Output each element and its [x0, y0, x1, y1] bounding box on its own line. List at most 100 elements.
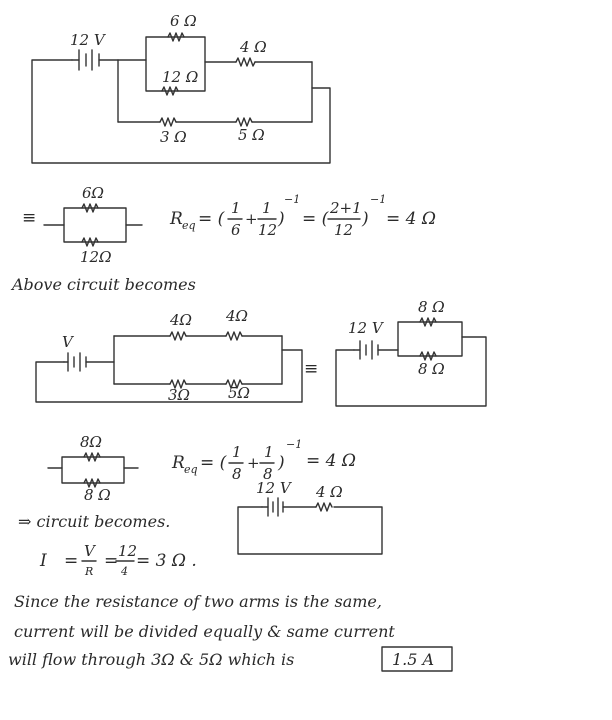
resistor-5-label: 5 Ω: [238, 126, 265, 144]
current-v: V: [84, 542, 97, 560]
step-1-result: = 4 Ω: [386, 209, 436, 229]
step-1-req-sub: eq: [182, 219, 196, 232]
circuit-2-r3-label: 3Ω: [168, 386, 190, 404]
resistor-5-zigzag: [235, 117, 253, 127]
step-2-r-bottom-label: 8 Ω: [84, 486, 111, 504]
step-1-r-top-label: 6Ω: [82, 184, 104, 202]
circuit-2-r4a-zigzag: [169, 331, 187, 341]
resistor-3-zigzag: [159, 117, 177, 127]
step-1-req: R: [169, 209, 183, 229]
step-1-resistor-top: [81, 203, 99, 213]
step-2-result: = 4 Ω: [306, 451, 356, 471]
text-above-circuit-becomes: Above circuit becomes: [10, 275, 196, 294]
answer-value: 1.5 A: [392, 650, 434, 669]
circuit-3-wire-outer: [335, 336, 487, 407]
text-circuit-becomes: ⇒ circuit becomes.: [18, 512, 170, 531]
step-2-req-sub: eq: [184, 463, 198, 476]
circuit-4-r4-zigzag: [315, 502, 333, 512]
step-2-parallel-block: [61, 456, 125, 484]
resistor-3-label: 3 Ω: [160, 128, 187, 146]
equiv-symbol-1: ≡: [22, 208, 36, 228]
step-1-frac1-den: 6: [231, 221, 241, 239]
step-2-frac2-den: 8: [263, 465, 273, 483]
circuit-1-battery: [71, 49, 100, 71]
step-2-eq-open: = (: [200, 453, 227, 473]
circuit-2-r5-zigzag: [225, 379, 243, 389]
circuit-2-r3-zigzag: [169, 379, 187, 389]
step-1-exp-1: −1: [284, 193, 300, 206]
step-1-plus: +: [245, 210, 258, 228]
step-1-parallel-block: [63, 207, 127, 243]
conclusion-line-1: Since the resistance of two arms is the …: [14, 592, 382, 611]
circuit-4-battery-label: 12 V: [256, 479, 293, 497]
circuit-3-battery: [353, 340, 379, 360]
circuit-2-battery-label: V: [62, 333, 75, 351]
resistor-4-label: 4 Ω: [239, 38, 267, 56]
step-2-exp: −1: [286, 438, 302, 451]
step-2-resistor-bottom: [83, 478, 101, 488]
step-2-paren-close: ): [277, 453, 285, 473]
circuit-2-r4b-label: 4Ω: [225, 307, 248, 325]
step-1-frac2-den: 12: [258, 221, 277, 239]
resistor-6-label: 6 Ω: [170, 12, 197, 30]
conclusion: Since the resistance of two arms is the …: [8, 592, 453, 672]
circuit-3-r8a-zigzag: [419, 317, 437, 327]
resistor-6-zigzag: [167, 32, 185, 42]
step-1: ≡ 6Ω 12Ω R eq = ( 1 6 + 1 12 ) −1 = ( 2+…: [22, 184, 436, 266]
circuit-1-parallel-block: [145, 36, 206, 92]
step-1-eq-open: = (: [198, 209, 225, 229]
step-1-frac3-num: 2+1: [329, 199, 362, 217]
step-1-paren-close-1: ): [277, 209, 285, 229]
step-1-paren-close-2: ): [361, 209, 369, 229]
step-2-req: R: [171, 453, 185, 473]
step-1-exp-2: −1: [370, 193, 386, 206]
resistor-4-zigzag: [235, 57, 256, 67]
circuit-3-r8a-label: 8 Ω: [418, 298, 445, 316]
step-1-resistor-bottom: [81, 237, 99, 247]
current-result: = 3 Ω .: [136, 551, 197, 571]
circuit-4-battery: [261, 497, 284, 517]
circuit-4: 12 V 4 Ω: [237, 479, 383, 555]
circuit-3: 12 V 8 Ω 8 Ω: [335, 298, 487, 407]
circuit-3-r8b-zigzag: [419, 351, 437, 361]
current-r: R: [84, 565, 93, 578]
step-1-frac2-num: 1: [262, 199, 272, 217]
step-1-eq-open-2: = (: [302, 209, 329, 229]
current-4: 4: [120, 565, 128, 578]
circuit-2-wire-outer: [35, 349, 303, 403]
step-2-frac1-den: 8: [232, 465, 242, 483]
circuit-3-parallel-block: [397, 321, 463, 357]
answer-box: [381, 646, 453, 672]
circuit-4-wire-outer: [237, 506, 383, 555]
step-2-r-top-label: 8Ω: [80, 433, 102, 451]
conclusion-line-2: current will be divided equally & same c…: [14, 622, 395, 641]
resistor-12-zigzag: [161, 86, 179, 96]
circuit-1-wire-outer: [31, 59, 331, 164]
current-calculation: I = V R = 12 4 = 3 Ω .: [39, 542, 197, 578]
current-eq-1: =: [64, 551, 78, 571]
step-2-frac1-num: 1: [232, 443, 242, 461]
circuit-1: 12 V 6 Ω 12 Ω 4 Ω 3 Ω 5 Ω: [31, 12, 331, 164]
circuit-2-battery: [63, 352, 87, 372]
circuit-4-r4-label: 4 Ω: [315, 483, 343, 501]
circuit-2-r4b-zigzag: [225, 331, 243, 341]
step-2-plus: +: [247, 454, 260, 472]
conclusion-line-3: will flow through 3Ω & 5Ω which is: [8, 650, 294, 669]
step-1-frac3-den: 12: [334, 221, 353, 239]
step-2: 8Ω 8 Ω R eq = ( 1 8 + 1 8 ) −1 = 4 Ω: [47, 433, 356, 504]
circuit-1-battery-label: 12 V: [70, 31, 107, 49]
current-i: I: [39, 551, 47, 571]
step-2-frac2-num: 1: [264, 443, 274, 461]
step-1-r-bottom-label: 12Ω: [80, 248, 112, 266]
circuit-3-r8b-label: 8 Ω: [418, 360, 445, 378]
circuit-2-r4a-label: 4Ω: [169, 311, 192, 329]
circuit-2-r5-label: 5Ω: [228, 384, 250, 402]
equiv-symbol-2: ≡: [304, 359, 318, 379]
current-eq-2: =: [104, 551, 118, 571]
step-1-frac1-num: 1: [231, 199, 241, 217]
current-12: 12: [118, 542, 137, 560]
resistor-12-label: 12 Ω: [162, 68, 198, 86]
step-2-resistor-top: [83, 452, 101, 462]
circuit-2: V 4Ω 4Ω 3Ω 5Ω: [35, 307, 303, 404]
